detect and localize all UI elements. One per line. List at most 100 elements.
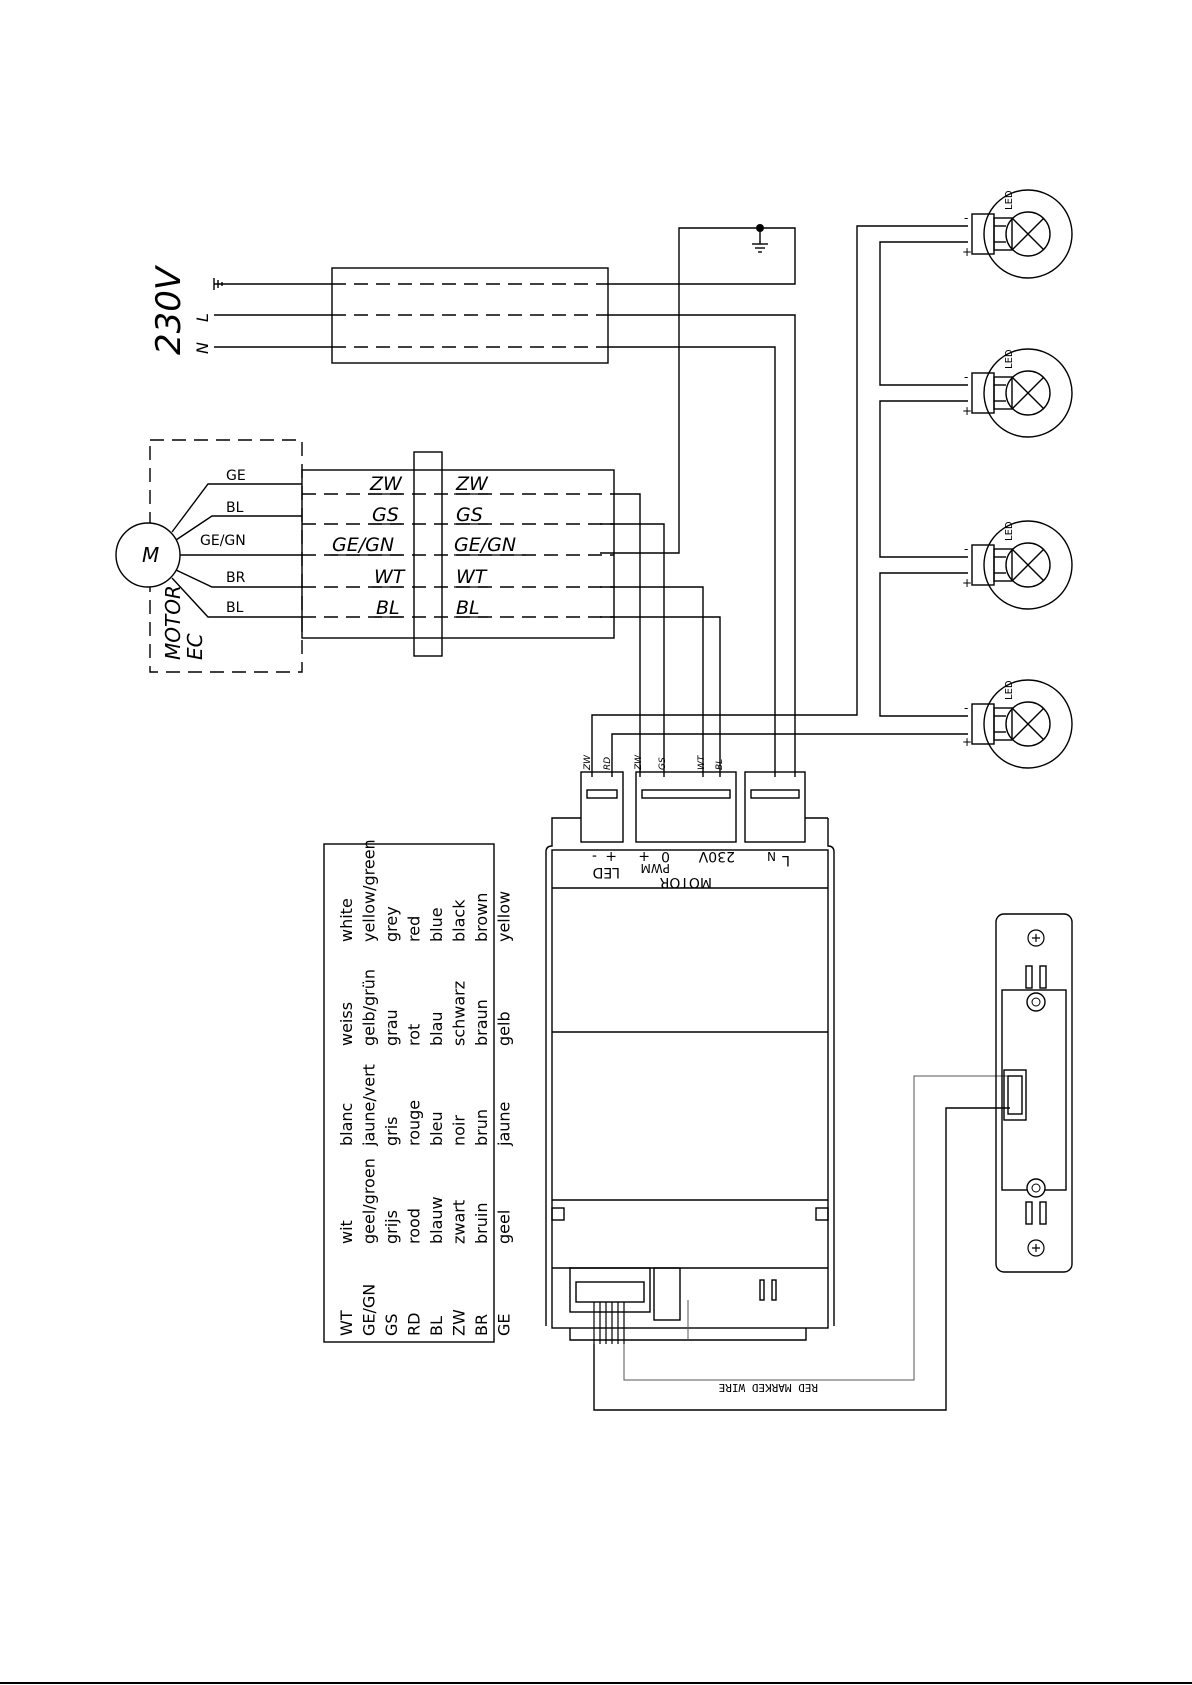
controller-body <box>551 849 829 1329</box>
color-dutch: blauw <box>427 1196 446 1244</box>
connector-led <box>580 771 624 843</box>
motor-wire-mid-right-2: GE/GN <box>454 534 516 556</box>
motor-wire-mid-left-2: GE/GN <box>332 534 394 556</box>
motor-wire-mid-right-0: ZW <box>455 473 489 495</box>
color-code: GS <box>382 1313 401 1336</box>
conn-motor-wire-1: GS <box>658 757 668 770</box>
ctrl-pin-plus: + <box>638 848 650 864</box>
led-4-label: LED <box>1004 680 1015 700</box>
color-english: white <box>337 898 356 942</box>
motor-wire-left-3: BR <box>226 570 246 586</box>
led-3-minus: - <box>964 542 968 556</box>
led-4-minus: - <box>964 701 968 715</box>
ctrl-pwm-label: PWM <box>641 861 670 875</box>
color-dutch: rood <box>405 1208 424 1244</box>
motor-wire-left-1: BL <box>226 500 244 516</box>
color-code: BR <box>472 1314 491 1336</box>
led-1-plus: + <box>962 245 972 259</box>
color-english: yellow <box>495 891 514 942</box>
color-french: jaune <box>495 1102 514 1147</box>
color-english: brown <box>472 893 491 942</box>
color-french: jaune/vert <box>360 1064 379 1147</box>
color-code: ZW <box>450 1309 469 1336</box>
conn-led-wire-1: RD <box>603 757 613 770</box>
color-dutch: wit <box>337 1220 356 1244</box>
connector-mains <box>744 771 806 843</box>
motor-wire-left-4: BL <box>226 600 244 616</box>
motor-wire-left-2: GE/GN <box>200 533 246 549</box>
color-english: yellow/green <box>360 839 379 942</box>
color-german: braun <box>472 999 491 1046</box>
color-dutch: grijs <box>382 1210 401 1244</box>
motor-wire-mid-right-3: WT <box>456 566 488 588</box>
color-dutch: geel/groen <box>360 1158 379 1244</box>
color-code: GE <box>495 1313 514 1336</box>
color-german: blau <box>427 1011 446 1046</box>
color-english: blue <box>427 907 446 942</box>
motor-wire-mid-left-0: ZW <box>369 473 403 495</box>
controller-ribbon-connector <box>569 1267 651 1313</box>
color-table-row: GS grijs gris grau grey <box>382 906 401 1336</box>
conn-motor-wire-2: WT <box>697 754 707 770</box>
color-dutch: bruin <box>472 1203 491 1244</box>
controller-section: ZW RD ZW GS WT BL - + LED + 0 230V PWM M <box>545 754 1010 1411</box>
led-4-plus: + <box>962 735 972 749</box>
led-1-label: LED <box>1004 190 1015 210</box>
color-dutch: zwart <box>450 1200 469 1244</box>
color-code: WT <box>337 1310 356 1336</box>
color-german: grau <box>382 1009 401 1046</box>
motor-wire-mid-left-1: GS <box>372 504 399 526</box>
motor-symbol-label: M <box>142 543 159 567</box>
color-german: gelb/grün <box>360 969 379 1046</box>
led-3-label: LED <box>1004 521 1015 541</box>
ribbon-cable <box>593 1302 625 1344</box>
ctrl-pin-230v: 230V <box>698 848 735 864</box>
color-table-row: GE/GN geel/groen jaune/vert gelb/grün yellow… <box>360 839 379 1336</box>
motor-wire-mid-left-3: WT <box>374 566 406 588</box>
supply-section: 230V L N <box>149 224 796 777</box>
led-lamp-3: LED - + <box>962 520 1073 610</box>
led-lamp-4: LED - + <box>962 679 1073 769</box>
motor-wire-mid-left-4: BL <box>376 597 400 619</box>
motor-section: M MOTOR EC GE BL GE/GN BR BL ZW GS GE/GN… <box>115 439 721 777</box>
color-english: red <box>405 916 424 942</box>
motor-ec-label: EC <box>183 633 207 660</box>
ctrl-pin-led-minus: - <box>592 848 597 864</box>
color-english: grey <box>382 906 401 942</box>
ctrl-pin-led-plus: + <box>605 848 617 864</box>
color-german: rot <box>405 1024 424 1046</box>
color-german: weiss <box>337 1002 356 1046</box>
conn-motor-wire-3: BL <box>715 759 725 770</box>
motor-terminal-block <box>413 451 443 657</box>
red-marked-wire-line <box>623 1075 1010 1381</box>
color-french: gris <box>382 1116 401 1146</box>
connector-motor <box>635 771 737 843</box>
color-french: bleu <box>427 1111 446 1146</box>
ctrl-pin-zero: 0 <box>661 848 670 864</box>
led-2-label: LED <box>1004 349 1015 369</box>
ground-symbol <box>752 228 768 253</box>
motor-wire-mid-right-4: BL <box>456 597 480 619</box>
led-lamp-1: LED - + <box>962 189 1073 279</box>
motor-label: MOTOR <box>161 585 185 660</box>
led-section: LED - + LED - + LED <box>591 189 1073 777</box>
color-french: blanc <box>337 1103 356 1146</box>
ctrl-pin-n: N <box>767 849 776 863</box>
color-table-row: WT wit blanc weiss white <box>337 898 356 1336</box>
motor-wire-left-0: GE <box>226 468 246 484</box>
led-2-plus: + <box>962 404 972 418</box>
motor-terminal-box <box>301 469 615 639</box>
color-code: GE/GN <box>360 1284 379 1336</box>
control-panel-connector <box>1003 1069 1027 1121</box>
red-marked-wire-label: RED MARKED WIRE <box>719 1381 818 1394</box>
supply-voltage-label: 230V <box>149 264 189 355</box>
color-french: noir <box>450 1115 469 1146</box>
color-english: black <box>450 899 469 942</box>
supply-l-label: L <box>193 313 212 322</box>
